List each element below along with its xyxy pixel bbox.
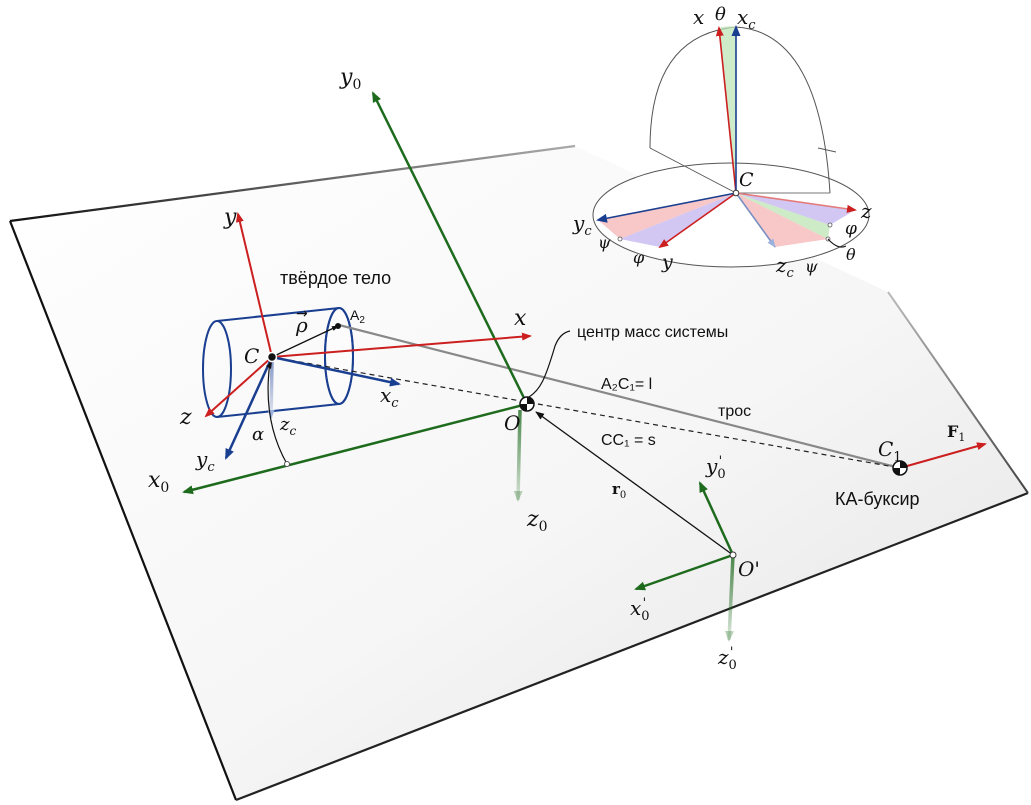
a2c1-label: A₂C₁= l	[601, 376, 652, 393]
A2-point	[335, 323, 341, 329]
z-label: z	[179, 405, 192, 430]
inset-psi-right: ψ	[805, 257, 818, 276]
psi-left-sector	[598, 193, 736, 239]
xc-axis	[271, 355, 401, 387]
inset-phi-right: φ	[845, 219, 857, 239]
rho-vector	[271, 325, 339, 358]
C-label: C	[244, 344, 259, 368]
inset-C-label: C	[739, 169, 754, 191]
x0p-label: x0'	[630, 596, 650, 624]
y-axis	[235, 212, 273, 358]
r0-label: r0	[612, 480, 626, 501]
inset-x-label: x	[693, 5, 704, 29]
y0p-label: y0'	[705, 454, 726, 482]
zc-label: zc	[279, 414, 296, 438]
O-prime-label: O'	[738, 557, 760, 581]
O-label: O	[504, 411, 520, 435]
tether-label: трос	[718, 403, 751, 420]
prime-axes	[634, 481, 737, 642]
z0-axis	[513, 409, 523, 502]
C-point	[266, 351, 278, 363]
xc-label: xc	[380, 383, 399, 411]
x0p-axis	[634, 553, 734, 591]
rho-label: ρ	[295, 313, 308, 337]
psi-right-sector	[736, 193, 828, 247]
yc-label: yc	[195, 447, 215, 475]
inset-z-label: z	[860, 199, 872, 223]
yc-axis	[224, 356, 274, 460]
x0-axis	[182, 402, 528, 495]
com-leader	[528, 330, 571, 398]
inset-y-label: y	[661, 251, 673, 273]
C1-label: C1	[878, 437, 902, 465]
cc1-dashed-line	[271, 356, 901, 469]
y0-axis	[371, 91, 529, 405]
rigid-body-label: твёрдое тело	[280, 268, 391, 288]
center-of-mass-O	[519, 330, 571, 412]
F1-label: F1	[947, 422, 965, 444]
x0-label: x0	[148, 468, 169, 496]
y0p-axis	[698, 481, 735, 556]
O-prime-point	[729, 551, 737, 559]
x-axis	[271, 332, 532, 358]
inset-theta-top: θ	[715, 4, 726, 25]
inset-zc-label: zc	[775, 253, 795, 281]
tug-C1	[892, 442, 987, 476]
rigid-body-cylinder	[202, 307, 354, 418]
cc1-label: CC₁ = s	[601, 432, 656, 449]
center-of-mass-label: центр масс системы	[577, 324, 728, 341]
alpha-arrow-tip	[266, 362, 272, 369]
alpha-arc	[267, 361, 288, 465]
rho-vector-arrow: →	[296, 306, 308, 322]
phi-left-sector	[620, 193, 736, 247]
inset-psi-left: ψ	[598, 233, 611, 252]
inset-xc-label: xc	[737, 5, 756, 33]
r0-vector	[535, 411, 734, 556]
tether-line	[338, 323, 901, 470]
system-axes	[182, 91, 529, 502]
y-label: y	[223, 205, 237, 230]
euler-angles-inset	[592, 25, 870, 268]
theta-right-sector	[736, 193, 830, 239]
body-axes	[204, 212, 532, 467]
inset-theta-right: θ	[846, 245, 856, 264]
zc-axis	[267, 361, 275, 419]
x-label: x	[514, 306, 527, 331]
alpha-label: α	[252, 424, 264, 445]
A2-label: A2	[350, 307, 365, 326]
alpha-arc-end	[284, 461, 290, 467]
z-axis	[204, 356, 273, 418]
phi-right-sector	[736, 193, 855, 225]
F1-vector	[899, 442, 987, 469]
z0p-label: z0'	[717, 645, 737, 673]
inset-yc-label: yc	[572, 211, 592, 239]
y0-label: y0	[339, 65, 361, 93]
z0-label: z0	[526, 507, 548, 535]
inset-phi-left: φ	[633, 248, 645, 267]
tug-label: КА-буксир	[835, 489, 920, 509]
z0p-axis	[724, 554, 735, 642]
